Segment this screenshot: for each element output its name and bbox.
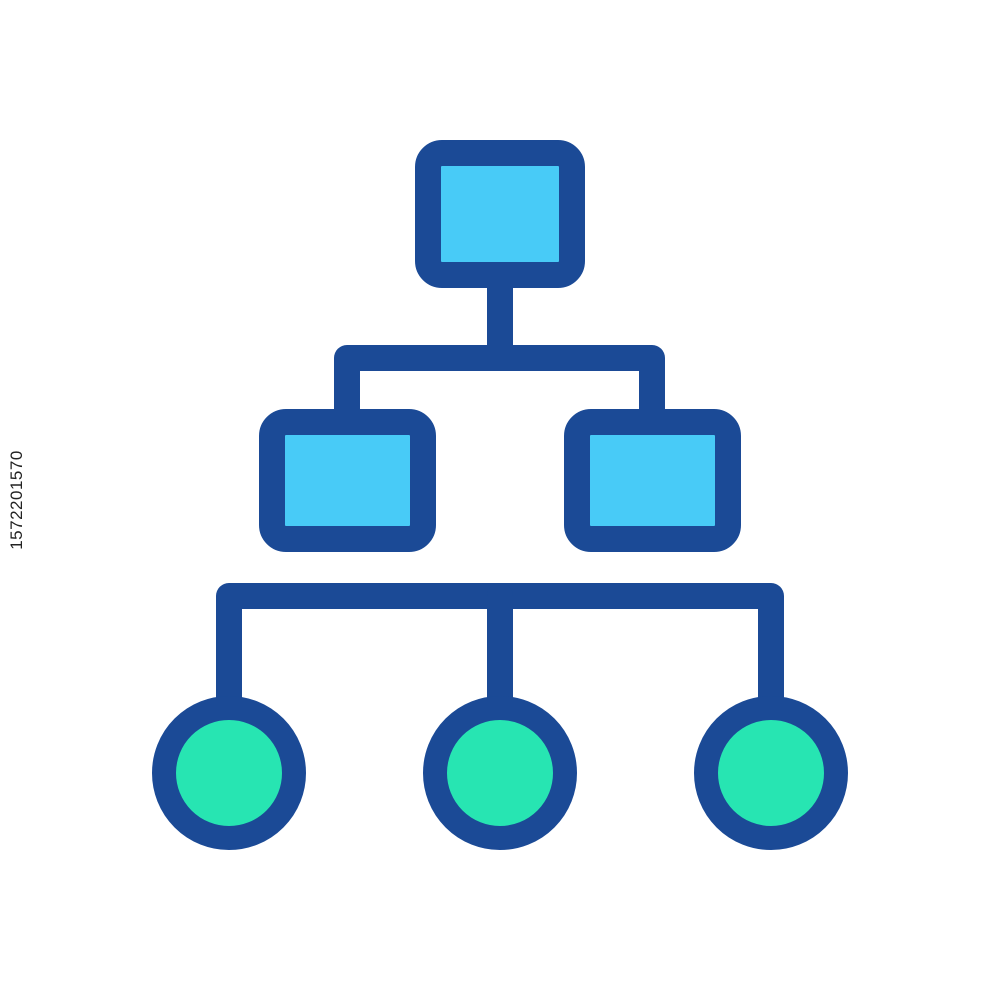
image-id-label: 1572201570 [2, 0, 32, 1000]
node-level-2-left-box [259, 409, 436, 552]
node-root-box [415, 140, 585, 288]
node-level-3-right-circle [694, 696, 848, 850]
node-level-3-left-circle [152, 696, 306, 850]
image-id-text: 1572201570 [7, 450, 27, 550]
node-level-2-right-box [564, 409, 741, 552]
connector-level-2-bar [334, 345, 665, 433]
node-level-3-center-circle [423, 696, 577, 850]
